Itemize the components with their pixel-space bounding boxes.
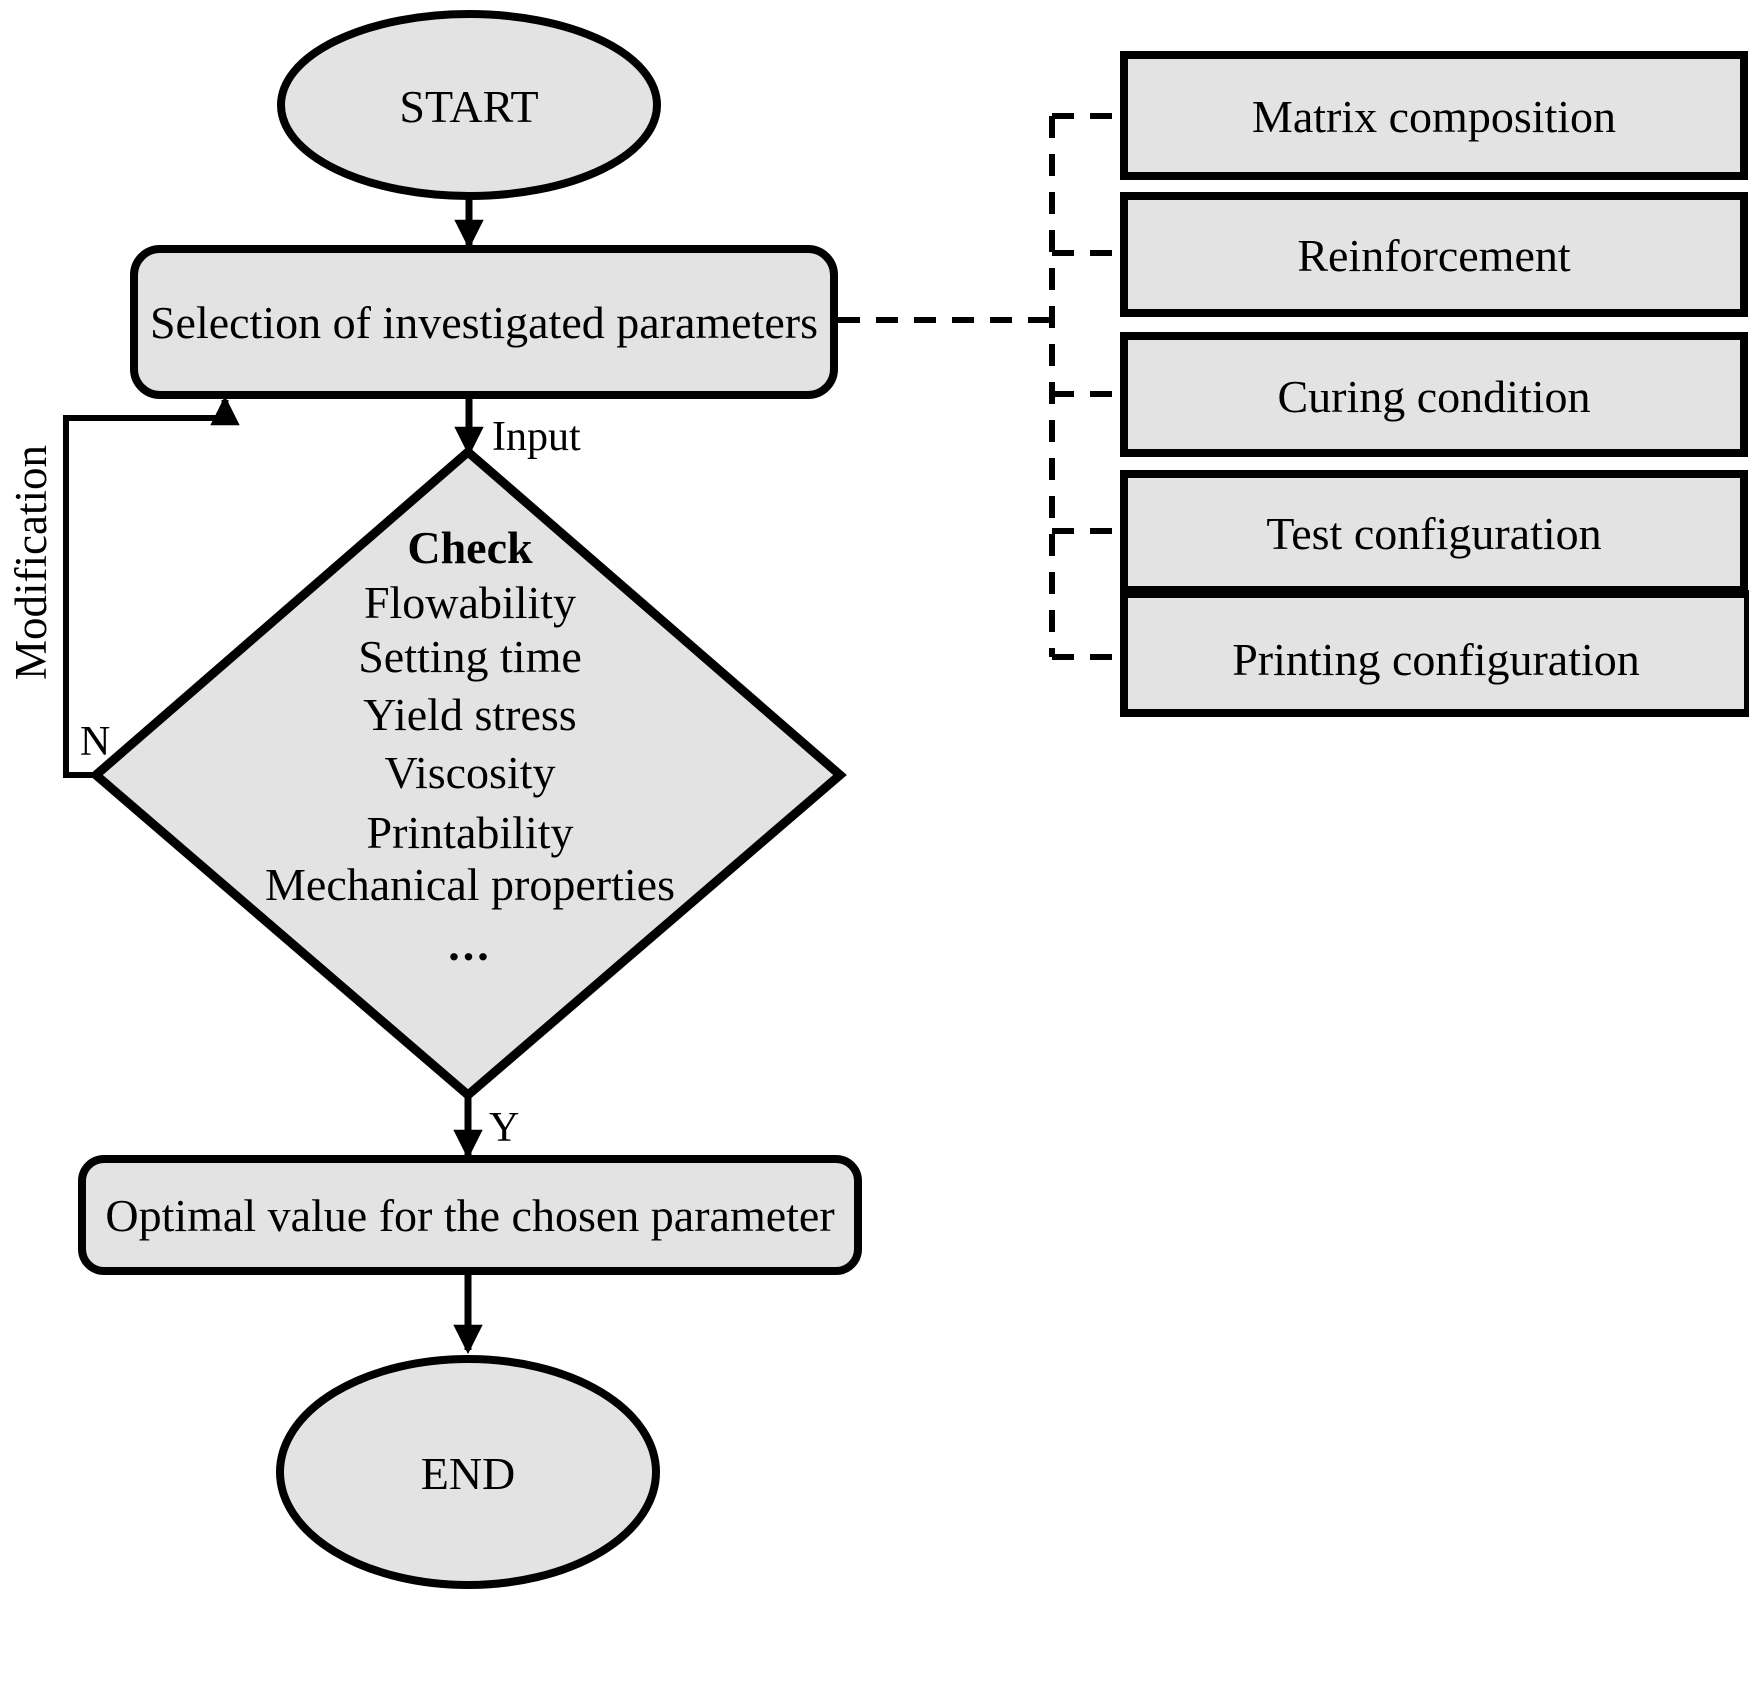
edge-no-feedback-path — [63, 415, 225, 778]
parameter-box-fill-3 — [1124, 474, 1744, 590]
parameter-box-label-1: Reinforcement — [1297, 230, 1571, 281]
selection-box-outline — [130, 245, 838, 399]
parameter-box-fill-4 — [1124, 594, 1748, 713]
decision-item-3: Viscosity — [384, 747, 555, 798]
decision-ellipsis: ... — [448, 919, 492, 970]
decision-item-4: Printability — [367, 807, 574, 858]
edge-label-no: N — [80, 719, 110, 765]
parameter-box-outline-0[interactable] — [1120, 51, 1748, 180]
parameter-box-label-4: Printing configuration — [1232, 634, 1640, 685]
decision-item-5: Mechanical properties — [265, 859, 675, 910]
start-node-label: START — [399, 81, 538, 132]
parameter-box-outline-2[interactable] — [1120, 332, 1748, 457]
selection-box-label: Selection of investigated parameters — [150, 297, 818, 348]
decision-heading: Check — [407, 522, 533, 573]
parameter-box-outline-4[interactable] — [1120, 590, 1749, 717]
parameter-box-label-2: Curing condition — [1277, 371, 1590, 422]
edge-label-modification: Modification — [6, 445, 56, 680]
end-node-outline — [276, 1355, 660, 1589]
start-node-fill — [281, 14, 657, 196]
edge-label-yes: Y — [489, 1105, 519, 1151]
end-node-label: END — [421, 1448, 516, 1499]
optimal-box-label: Optimal value for the chosen parameter — [105, 1190, 834, 1241]
optimal-box-fill — [82, 1159, 858, 1271]
parameter-box-label-3: Test configuration — [1266, 508, 1601, 559]
parameter-box-fill-0 — [1124, 55, 1744, 176]
decision-item-2: Yield stress — [363, 689, 576, 740]
parameter-box-fill-2 — [1124, 336, 1744, 453]
edge-label-input: Input — [492, 414, 581, 460]
end-node-fill — [280, 1359, 656, 1585]
selection-box-fill — [134, 249, 834, 395]
parameter-box-outline-1[interactable] — [1120, 192, 1748, 317]
decision-item-1: Setting time — [358, 631, 582, 682]
decision-item-0: Flowability — [364, 577, 576, 628]
parameter-box-label-0: Matrix composition — [1252, 91, 1616, 142]
parameter-box-fill-1 — [1124, 196, 1744, 313]
